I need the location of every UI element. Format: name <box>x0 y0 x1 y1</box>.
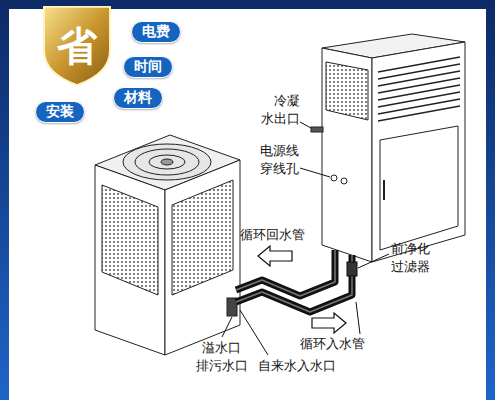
fan-ring <box>135 149 199 175</box>
leader-line <box>240 310 268 355</box>
leader-line <box>300 168 330 177</box>
flow-arrow <box>258 246 292 266</box>
flow-arrow <box>312 313 346 333</box>
badge-text: 省 <box>57 19 97 74</box>
tag-text: 时间 <box>134 58 162 76</box>
unit-side <box>322 48 372 262</box>
unit-front <box>165 160 240 355</box>
part-label: 冷凝 水出口 <box>258 92 300 128</box>
leader-line <box>300 122 311 128</box>
cable-hole <box>341 178 347 184</box>
part-label: 溢水口 排污水口 <box>194 339 250 375</box>
tag-text: 材料 <box>124 89 152 107</box>
louver <box>378 106 460 121</box>
pipe-ports <box>227 298 237 316</box>
louver <box>378 78 460 93</box>
panel <box>9 9 486 400</box>
leader-line <box>358 254 389 268</box>
front-grille <box>172 180 233 295</box>
louver <box>378 85 460 100</box>
cable-hole <box>331 175 337 181</box>
outdoor-unit <box>95 135 240 355</box>
pipe-highlight <box>236 255 352 312</box>
pipes <box>236 250 352 312</box>
door-handle <box>383 180 385 200</box>
tag-pill: 安装 <box>35 101 85 123</box>
leader-line <box>222 317 232 337</box>
louvers <box>378 57 460 121</box>
part-label: 自来水入水口 <box>258 357 336 375</box>
condensate-outlet <box>311 127 323 132</box>
louver <box>378 57 460 72</box>
tag-text: 电费 <box>142 23 170 41</box>
louver <box>378 64 460 79</box>
louver <box>378 92 460 107</box>
tag-pill: 电费 <box>131 21 181 43</box>
door-panel <box>380 126 458 250</box>
side-grille <box>102 185 158 295</box>
indoor-unit <box>311 34 465 262</box>
badge-shield: 省 <box>42 5 112 87</box>
part-label: 循环回水管 <box>240 226 305 244</box>
part-label: 前净化 过滤器 <box>391 240 434 276</box>
louver <box>378 99 460 114</box>
fan-ring <box>149 155 185 169</box>
fan-guard <box>123 144 211 180</box>
louver <box>378 71 460 86</box>
tag-text: 安装 <box>46 103 74 121</box>
shield-outline <box>44 7 110 85</box>
leader-line <box>356 302 360 334</box>
unit-front <box>372 42 465 262</box>
leaders <box>222 122 389 355</box>
part-label: 循环入水管 <box>300 335 365 353</box>
tag-pill: 时间 <box>123 56 173 78</box>
tag-pill: 材料 <box>113 87 163 109</box>
fan-hub <box>161 159 173 165</box>
part-label: 电源线 穿线孔 <box>260 142 302 178</box>
unit-side <box>95 165 165 355</box>
filter <box>347 262 357 276</box>
supply-pipe <box>236 255 352 312</box>
side-grille <box>326 62 368 120</box>
